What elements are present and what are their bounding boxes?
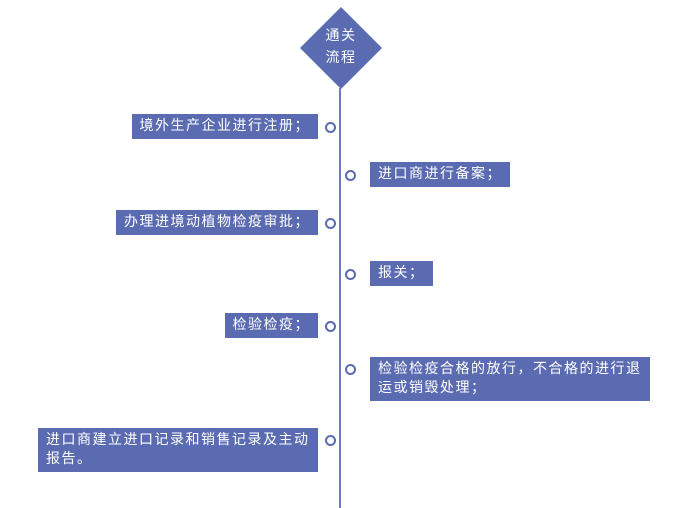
flow-step-customs-declaration: 报关； (370, 261, 433, 286)
step-marker-6 (345, 364, 356, 375)
flow-title: 通关 流程 (301, 25, 381, 69)
flow-step-release-or-return: 检验检疫合格的放行，不合格的进行退运或销毁处理； (370, 357, 650, 401)
timeline-line (339, 88, 341, 508)
step-marker-2 (345, 170, 356, 181)
flow-step-quarantine-approval: 办理进境动植物检疫审批； (116, 210, 318, 235)
flow-title-line2: 流程 (325, 50, 357, 66)
step-marker-7 (325, 435, 336, 446)
step-marker-1 (325, 122, 336, 133)
step-marker-4 (345, 269, 356, 280)
flow-title-line1: 通关 (325, 28, 357, 44)
flow-step-inspection-quarantine: 检验检疫； (224, 313, 318, 338)
flow-step-importer-filing: 进口商进行备案； (370, 162, 510, 187)
flow-step-import-records-report: 进口商建立进口记录和销售记录及主动报告。 (38, 428, 318, 472)
flow-step-register-overseas-enterprise: 境外生产企业进行注册； (131, 114, 318, 139)
step-marker-5 (325, 321, 336, 332)
step-marker-3 (325, 218, 336, 229)
